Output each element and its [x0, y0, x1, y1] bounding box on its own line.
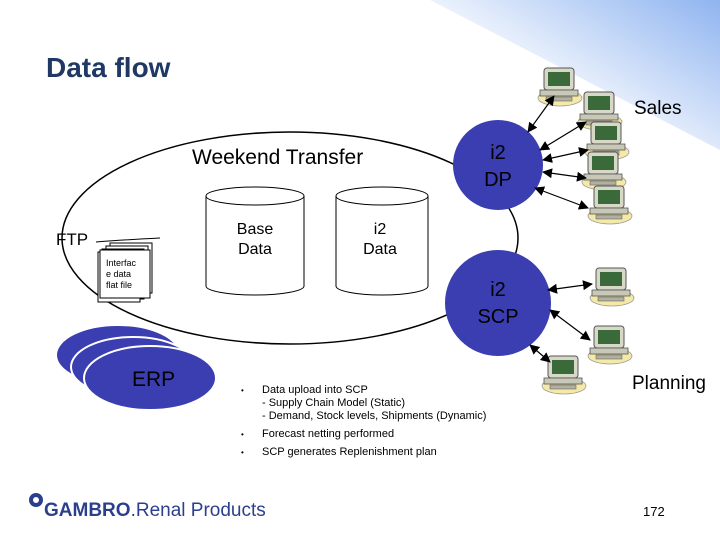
i2-scp-label: i2 SCP [477, 279, 519, 328]
erp-label: ERP [132, 368, 176, 391]
base-data-label: Base Data [236, 221, 274, 258]
system-boundary-ellipse [61, 131, 519, 345]
computer-icon [587, 185, 633, 225]
i2-data-cylinder [335, 186, 429, 296]
computer-icon [587, 325, 633, 365]
logo-brand: GAMBRO [44, 500, 131, 521]
i2-dp-label: i2 DP [484, 142, 512, 191]
flat-file-label: Interfac e data flat file [106, 258, 137, 290]
bullet-list: •Data upload into SCP - Supply Chain Mod… [238, 384, 538, 464]
base-data-cylinder [205, 186, 305, 296]
gambro-logo-text: GAMBRO.Renal Products [44, 500, 266, 521]
sales-label: Sales [634, 98, 682, 119]
slide-title: Data flow [46, 52, 171, 83]
bullet-text: SCP generates Replenishment plan [262, 446, 437, 458]
planning-computers [541, 267, 635, 395]
planning-label: Planning [632, 373, 706, 394]
bullet-item: •Forecast netting performed [241, 428, 395, 440]
logo-suffix: Renal Products [135, 500, 266, 521]
sales-arrows [527, 95, 589, 210]
flat-file-stack [97, 242, 153, 303]
planning-arrows [529, 280, 593, 363]
computer-icon [541, 355, 587, 395]
i2-dp-circle [453, 120, 543, 210]
page-number: 172 [643, 504, 665, 519]
corner-decoration [430, 0, 720, 150]
bullet-text: Data upload into SCP - Supply Chain Mode… [262, 384, 487, 422]
erp-stack [55, 324, 217, 411]
i2-data-label: i2 Data [363, 221, 397, 258]
i2-scp-circle [445, 250, 551, 356]
gambro-logo-icon [29, 493, 43, 507]
weekend-transfer-label: Weekend Transfer [192, 146, 364, 169]
bullet-item: •SCP generates Replenishment plan [241, 446, 437, 458]
computer-icon [589, 267, 635, 307]
bullet-text: Forecast netting performed [262, 428, 395, 440]
ftp-label: FTP [56, 230, 89, 249]
bullet-item: •Data upload into SCP - Supply Chain Mod… [241, 384, 487, 422]
